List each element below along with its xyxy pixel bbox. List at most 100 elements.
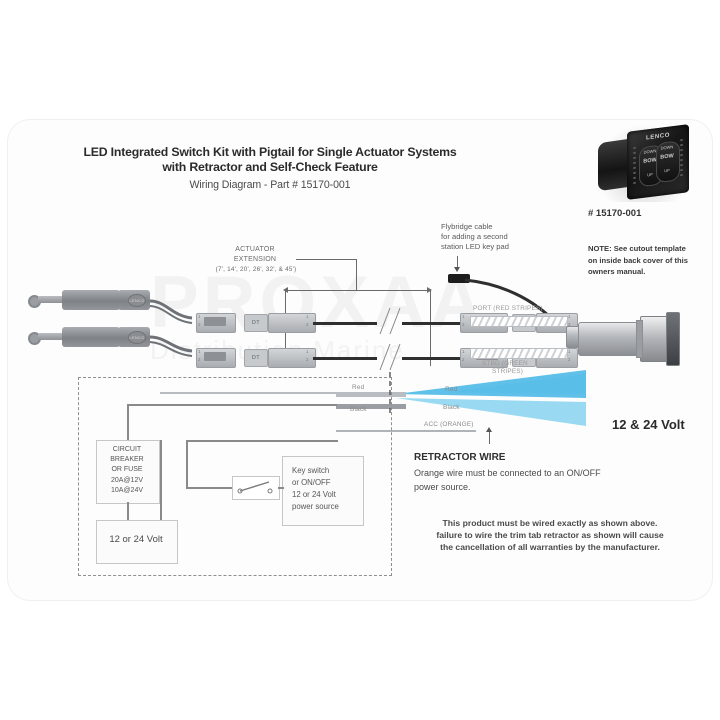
pin-number: 2 xyxy=(568,357,571,362)
pin-number: 1 xyxy=(198,314,201,319)
dashed-separator xyxy=(389,372,391,416)
red-wire-label-left: Red xyxy=(352,384,365,391)
actuator-extension-lengths: (7', 14', 20', 26', 32', & 45') xyxy=(215,266,297,273)
connector-thread xyxy=(636,320,643,358)
actuator-pigtail-upper xyxy=(149,299,193,324)
wire-switch-feed xyxy=(186,440,188,487)
key-switch-box xyxy=(282,456,364,526)
pin-number: 1 xyxy=(306,314,309,319)
keypad-led xyxy=(633,156,636,160)
wire-to-switch xyxy=(186,487,232,489)
actuator-extension-label-line1: ACTUATOR xyxy=(235,246,275,253)
pin-number: 2 xyxy=(198,322,201,327)
document-title-line2: with Retractor and Self-Check Feature xyxy=(162,159,378,174)
flybridge-label-line2: for adding a second xyxy=(441,232,508,241)
keypad-led xyxy=(633,176,636,180)
harness-cable xyxy=(402,322,466,325)
voltage-label: 12 & 24 Volt xyxy=(612,417,685,432)
black-wire-label-left: Black xyxy=(350,406,367,413)
warning-line2: failure to wire the trim tab retractor a… xyxy=(436,530,664,540)
harness-cable xyxy=(402,357,466,360)
keypad-faceplate: LENCO DOWN BOW UP DOWN BOW UP xyxy=(627,124,689,200)
wire-trunk-red xyxy=(160,392,337,394)
dimension-extension-right xyxy=(430,290,431,366)
port-wire-label: PORT (RED STRIPES) xyxy=(473,305,543,312)
cable-break-symbol xyxy=(379,307,401,335)
pin-number: 2 xyxy=(198,357,201,362)
battery-label: 12 or 24 Volt xyxy=(109,534,163,545)
switch-symbol xyxy=(232,476,280,500)
warning-line1: This product must be wired exactly as sh… xyxy=(442,518,658,528)
wire-acc-feed xyxy=(186,440,338,442)
keypad-led xyxy=(680,143,683,147)
retractor-heading: RETRACTOR WIRE xyxy=(414,452,506,463)
keypad-led xyxy=(633,166,636,170)
pin-number: 1 xyxy=(462,314,465,319)
actuator-body xyxy=(62,290,120,310)
keypad-led xyxy=(680,153,683,157)
key-switch-line4: power source xyxy=(292,502,339,511)
connector-barrel xyxy=(578,322,646,356)
harness-connector-contact xyxy=(204,317,226,326)
pin-number: 2 xyxy=(568,322,571,327)
actuator-body xyxy=(62,327,120,347)
dt-connector: DT xyxy=(244,349,268,367)
pin-number: 2 xyxy=(462,322,465,327)
cutout-template-note: NOTE: See cutout template on inside back… xyxy=(588,244,689,276)
black-wire-label-right: Black xyxy=(443,404,460,411)
warning-line3: the cancellation of all warranties by th… xyxy=(440,542,660,552)
blue-beam-graphic xyxy=(396,370,586,426)
harness-connector-contact xyxy=(204,352,226,361)
trunk-cable-black xyxy=(336,404,406,409)
acc-leader xyxy=(489,432,490,444)
stbd-wire-label-line2: STRIPES) xyxy=(492,368,524,375)
breaker-line1: CIRCUIT xyxy=(112,446,142,453)
pin-number: 2 xyxy=(306,322,309,327)
acc-wire xyxy=(336,430,476,432)
flybridge-plug xyxy=(448,274,470,283)
keypad-led xyxy=(680,158,683,162)
acc-arrow-icon xyxy=(486,427,492,432)
wire-breaker-to-battery xyxy=(127,502,129,520)
pin-number: 1 xyxy=(568,349,571,354)
keypad-led xyxy=(633,151,636,155)
keypad-led xyxy=(680,138,683,142)
breaker-line5: 10A@24V xyxy=(110,487,144,494)
keypad-led xyxy=(633,181,636,185)
harness-cable xyxy=(313,357,377,360)
title-block: LED Integrated Switch Kit with Pigtail f… xyxy=(60,145,480,191)
actuator-extension-label-line2: EXTENSION xyxy=(233,256,277,263)
pin-number: 2 xyxy=(306,357,309,362)
actuator-rod xyxy=(38,296,64,303)
wire-switch-to-box xyxy=(278,487,284,489)
acc-wire-label: ACC (ORANGE) xyxy=(424,421,474,428)
keypad-led xyxy=(633,171,636,175)
keypad-led xyxy=(633,161,636,165)
pin-number: 2 xyxy=(462,357,465,362)
cable-break-symbol xyxy=(379,343,401,371)
flybridge-leader xyxy=(457,256,458,268)
port-striped-cable xyxy=(470,316,568,327)
harness-cable xyxy=(313,322,377,325)
actuator-pigtail-lower xyxy=(149,335,193,357)
document-subtitle: Wiring Diagram - Part # 15170-001 xyxy=(189,179,351,191)
breaker-line3: OR FUSE xyxy=(111,466,143,473)
key-switch-line1: Key switch xyxy=(292,466,330,475)
trunk-cable-red xyxy=(336,392,406,397)
flybridge-arrow-icon xyxy=(454,267,460,272)
dt-connector: DT xyxy=(244,314,268,332)
pin-number: 1 xyxy=(568,314,571,319)
keypad-led xyxy=(680,148,683,152)
flybridge-label-line3: station LED key pad xyxy=(441,242,509,251)
actuator-brand-badge: LENCO xyxy=(128,331,146,344)
circuit-breaker-box xyxy=(96,440,160,504)
dimension-arrow-right xyxy=(427,287,432,293)
battery-box xyxy=(96,520,178,564)
pin-number: 1 xyxy=(198,349,201,354)
breaker-line2: BREAKER xyxy=(110,456,144,463)
connector-nut xyxy=(640,316,668,362)
actuator-brand-badge: LENCO xyxy=(128,294,146,307)
wire-breaker-to-trunk xyxy=(127,404,129,440)
keypad-led xyxy=(633,146,636,150)
